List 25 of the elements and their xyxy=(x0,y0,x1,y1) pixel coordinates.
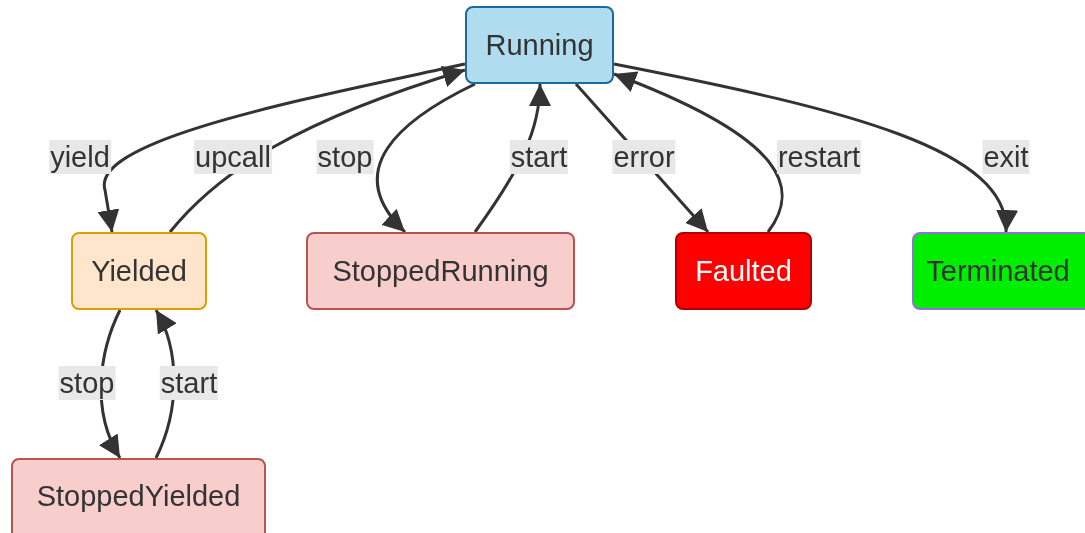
edge-label: yield xyxy=(49,140,111,174)
state-name: Running xyxy=(485,28,594,62)
edge-label: exit xyxy=(982,140,1030,174)
state-box xyxy=(306,232,575,310)
edge-label: start xyxy=(509,140,569,174)
transition-arrow xyxy=(97,62,466,233)
state-box xyxy=(11,458,266,533)
edge-label: stop xyxy=(58,366,116,400)
edge-label: error xyxy=(612,140,676,174)
transition-arrow xyxy=(613,71,784,233)
state-box xyxy=(71,232,207,310)
transition-arrow xyxy=(613,62,1015,233)
state-name: StoppedRunning xyxy=(332,254,549,288)
edge-label: restart xyxy=(776,140,862,174)
edge-label: start xyxy=(159,366,219,400)
state-box xyxy=(675,232,812,310)
state-name: Faulted xyxy=(695,254,792,288)
state-name: Terminated xyxy=(926,254,1070,288)
state-name: StoppedYielded xyxy=(36,479,241,513)
edge-label: stop xyxy=(316,140,374,174)
edge-label: upcall xyxy=(194,140,272,174)
state-name: Yielded xyxy=(91,254,187,288)
state-box xyxy=(465,6,614,84)
transition-arrow xyxy=(376,82,476,233)
state-box xyxy=(912,232,1085,310)
